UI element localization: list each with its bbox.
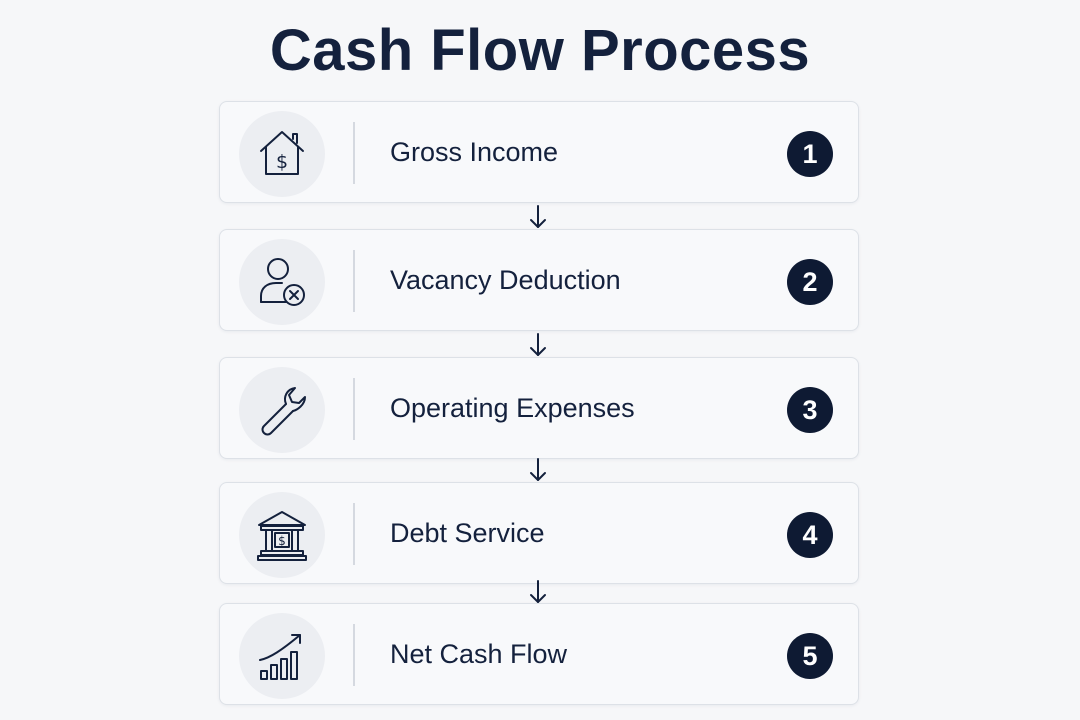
step-card-debt-service: $ Debt Service 4	[219, 482, 859, 584]
step-icon-container	[239, 613, 325, 699]
wrench-icon	[261, 387, 306, 436]
bank-icon: $	[257, 511, 307, 561]
step-icon-container: $	[239, 111, 325, 197]
svg-text:$: $	[276, 151, 288, 173]
step-number-badge: 2	[787, 259, 833, 305]
growth-chart-icon	[259, 634, 301, 680]
flow-arrow-down-icon	[527, 457, 549, 483]
page-title: Cash Flow Process	[269, 18, 811, 83]
flow-arrow-down-icon	[527, 332, 549, 358]
house-dollar-icon: $	[260, 131, 304, 175]
step-card-net-cash-flow: Net Cash Flow 5	[219, 603, 859, 705]
svg-text:$: $	[278, 534, 286, 548]
card-divider	[353, 250, 355, 312]
card-divider	[353, 624, 355, 686]
step-number-badge: 4	[787, 512, 833, 558]
step-icon-container	[239, 367, 325, 453]
step-icon-container	[239, 239, 325, 325]
step-number-badge: 1	[787, 131, 833, 177]
step-label: Gross Income	[390, 136, 559, 167]
step-label: Net Cash Flow	[390, 638, 568, 669]
flow-arrow-down-icon	[527, 204, 549, 230]
step-number-badge: 3	[787, 387, 833, 433]
step-icon-container: $	[239, 492, 325, 578]
step-card-vacancy-deduction: Vacancy Deduction 2	[219, 229, 859, 331]
card-divider	[353, 122, 355, 184]
flow-arrow-down-icon	[527, 579, 549, 605]
step-label: Operating Expenses	[390, 392, 635, 423]
step-card-gross-income: $ Gross Income 1	[219, 101, 859, 203]
user-remove-icon	[260, 258, 305, 306]
step-number-badge: 5	[787, 633, 833, 679]
step-label: Vacancy Deduction	[390, 264, 621, 295]
card-divider	[353, 378, 355, 440]
step-label: Debt Service	[390, 517, 545, 548]
card-divider	[353, 503, 355, 565]
step-card-operating-expenses: Operating Expenses 3	[219, 357, 859, 459]
